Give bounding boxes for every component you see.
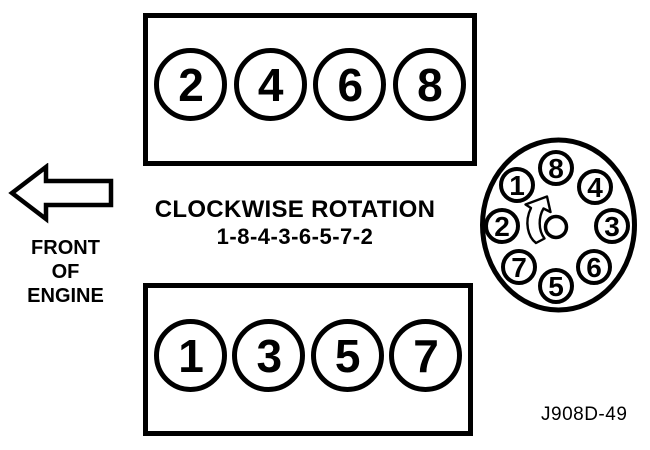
plug-circle [501, 249, 537, 285]
cylinder-number: 8 [417, 58, 443, 111]
cylinder-circle: 7 [388, 319, 462, 392]
front-of-engine-label: FRONT OF ENGINE [8, 236, 123, 308]
cylinder-number: 1 [178, 329, 204, 382]
firing-order: 1-8-4-3-6-5-7-2 [216, 224, 374, 249]
plug-circle [538, 268, 574, 304]
plug-circle [499, 167, 535, 203]
plug-number: 1 [509, 170, 525, 201]
cylinder-circle: 3 [232, 319, 306, 392]
rotation-title: CLOCKWISE ROTATION [154, 196, 436, 223]
cylinder-circle: 5 [310, 319, 384, 392]
cylinder-bank-bottom: 1 3 5 7 [143, 283, 473, 436]
plug-number: 3 [604, 211, 620, 242]
figure-code: J908D-49 [541, 404, 628, 425]
plug-circle [577, 169, 613, 205]
cylinder-number: 7 [413, 329, 439, 382]
clockwise-curved-arrow-icon [524, 195, 552, 245]
cylinder-circle: 6 [313, 48, 387, 121]
front-label-line: FRONT [31, 237, 100, 259]
plug-number: 5 [548, 271, 564, 302]
cylinder-circle: 2 [154, 48, 227, 121]
plug-circle [538, 150, 574, 186]
cylinder-number: 3 [256, 329, 283, 382]
plug-circle [576, 249, 612, 285]
plug-number: 2 [494, 211, 510, 242]
plug-circle [594, 208, 630, 244]
front-label-line: ENGINE [27, 285, 104, 307]
front-label-line: OF [51, 261, 80, 283]
cylinder-number: 4 [257, 58, 284, 111]
distributor-cap: 8 4 3 6 5 7 2 1 [480, 137, 637, 313]
cylinder-number: 2 [178, 58, 204, 111]
plug-circle [484, 208, 520, 244]
plug-number: 4 [587, 172, 603, 203]
cylinder-number: 6 [337, 58, 364, 111]
left-arrow-icon [8, 163, 114, 224]
cylinder-number: 5 [334, 329, 361, 382]
rotation-label-block: CLOCKWISE ROTATION 1-8-4-3-6-5-7-2 [143, 197, 447, 249]
plug-number: 6 [586, 252, 602, 283]
cylinder-bank-top: 2 4 6 8 [143, 13, 477, 166]
cylinder-circle: 1 [154, 319, 227, 392]
plug-number: 8 [548, 153, 564, 184]
rotor-shaft-circle [543, 214, 569, 240]
plug-number: 7 [511, 252, 527, 283]
cylinder-circle: 8 [392, 48, 466, 121]
cylinder-circle: 4 [233, 48, 307, 121]
